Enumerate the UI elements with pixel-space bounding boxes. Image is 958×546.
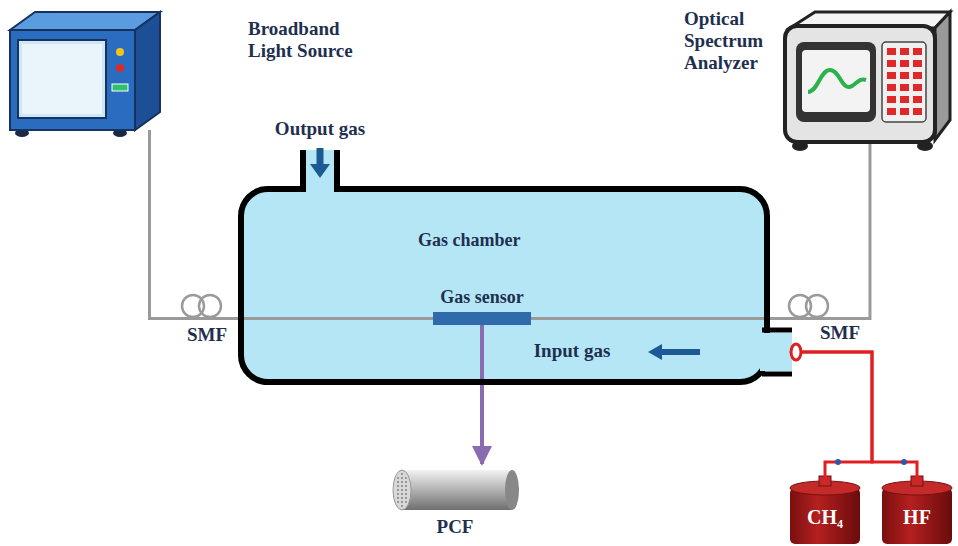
drawing-part xyxy=(835,459,841,465)
keypad-key xyxy=(887,72,896,79)
gas-chamber: Gas chamberGas sensor xyxy=(238,186,770,385)
keypad-key xyxy=(887,60,896,67)
drawing-part xyxy=(806,295,828,317)
drawing-part xyxy=(199,295,221,317)
drawing-part xyxy=(393,470,411,510)
inlet-ring xyxy=(791,344,801,360)
light-source-device xyxy=(10,12,160,137)
drawing-part xyxy=(18,40,106,118)
keypad-key xyxy=(900,96,909,103)
gas-sensor-bar: Gas sensor xyxy=(433,312,531,325)
drawing-part xyxy=(887,48,922,115)
node-label: PCF xyxy=(437,516,474,538)
drawing-part xyxy=(135,12,160,130)
outlet-wall xyxy=(334,150,340,190)
inlet-wall xyxy=(762,372,792,377)
keypad-key xyxy=(913,96,922,103)
drawing-part xyxy=(22,44,102,114)
drawing-part xyxy=(505,470,519,510)
drawing-part xyxy=(116,64,124,72)
drawing-part xyxy=(402,470,512,510)
keypad-key xyxy=(913,60,922,67)
gas-cylinder: HF xyxy=(882,482,952,544)
node-label: HF xyxy=(903,506,931,529)
chamber-fill xyxy=(238,186,770,385)
drawing-part xyxy=(116,48,124,56)
inlet-arrow xyxy=(660,349,700,355)
gas-cylinder: CH₄ xyxy=(790,482,860,544)
keypad-key xyxy=(887,108,896,115)
drawing-part xyxy=(790,488,860,544)
annotation-label: Input gas xyxy=(534,340,611,362)
pcf-node: PCF xyxy=(390,466,520,514)
pcf-fiber xyxy=(393,470,519,510)
keypad-key xyxy=(900,48,909,55)
keypad-key xyxy=(900,72,909,79)
drawing-part xyxy=(882,42,926,122)
keypad-key xyxy=(913,48,922,55)
keypad-key xyxy=(913,72,922,79)
node-label: Broadband Light Source xyxy=(248,18,378,62)
smf-fiber xyxy=(531,144,870,319)
drawing-part xyxy=(808,70,866,92)
drawing-part xyxy=(882,488,952,544)
keypad-key xyxy=(900,108,909,115)
smf-fiber xyxy=(150,130,434,318)
fiber-label: SMF xyxy=(187,324,227,346)
pcf-arrow xyxy=(480,325,484,464)
keypad-key xyxy=(887,48,896,55)
keypad-key xyxy=(913,84,922,91)
node-label: CH₄ xyxy=(807,506,843,529)
drawing-part xyxy=(935,12,950,140)
outlet-wall xyxy=(300,150,306,190)
drawing-part xyxy=(796,42,876,122)
keypad-key xyxy=(913,108,922,115)
node-label: Optical Spectrum Analyzer xyxy=(684,8,778,74)
spectrum-analyzer-device xyxy=(785,12,950,151)
keypad-key xyxy=(887,84,896,91)
keypad-key xyxy=(900,84,909,91)
drawing-part xyxy=(10,30,135,130)
analyzer-box: Optical Spectrum Analyzer xyxy=(785,12,950,144)
node-label: Gas sensor xyxy=(440,287,524,308)
node-label: Gas chamber xyxy=(418,230,521,251)
gas-line xyxy=(770,352,872,482)
drawing-part xyxy=(395,473,409,507)
outlet-arrow xyxy=(317,148,324,166)
valve-dots xyxy=(835,459,907,465)
gas-line xyxy=(770,352,917,482)
outlet-arrowhead xyxy=(310,164,330,178)
gas-cylinders xyxy=(790,476,952,544)
drawing-part xyxy=(150,130,918,482)
drawing-part xyxy=(802,50,870,112)
light-source-box: Broadband Light Source xyxy=(10,12,160,135)
inlet-arrowhead xyxy=(648,344,662,360)
keypad-key xyxy=(900,60,909,67)
annotation-label: Output gas xyxy=(275,118,365,140)
drawing-part xyxy=(112,84,128,91)
fiber-label: SMF xyxy=(820,322,860,344)
drawing-part xyxy=(785,26,935,142)
keypad-key xyxy=(887,96,896,103)
drawing-part xyxy=(901,459,907,465)
